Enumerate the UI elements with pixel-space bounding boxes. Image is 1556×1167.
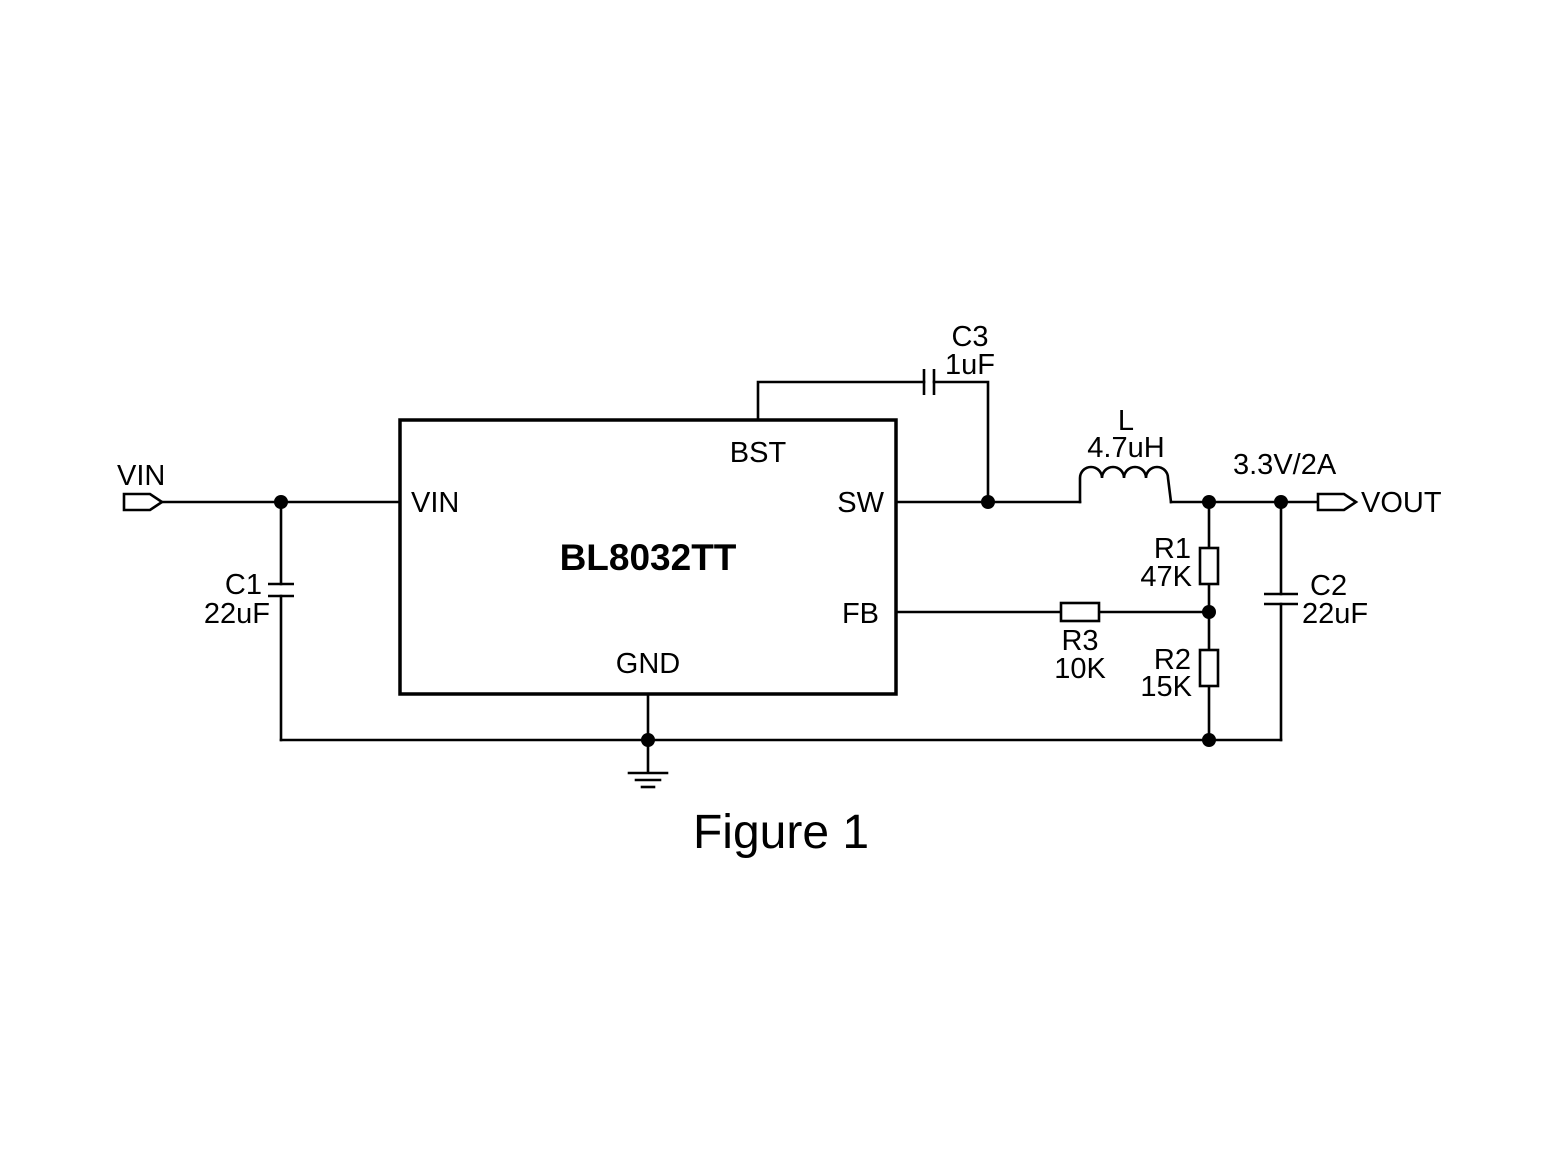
pin-label-gnd: GND [616, 648, 680, 680]
c3-value: 1uF [945, 349, 995, 381]
wires [160, 380, 1320, 774]
figure-caption: Figure 1 [693, 806, 869, 859]
resistor-r1: R1 47K [1140, 533, 1220, 593]
junction-gnd [641, 733, 655, 747]
output-port-flag [1316, 492, 1359, 512]
wire-c3-right [932, 380, 990, 504]
junction-divider-top [1202, 495, 1216, 509]
junction-sw [981, 495, 995, 509]
c2-value: 22uF [1302, 598, 1368, 630]
r2-value: 15K [1140, 671, 1192, 703]
inductor-coil [1078, 465, 1173, 504]
c3-ref: C3 [951, 321, 988, 353]
inductor-value: 4.7uH [1087, 432, 1164, 464]
ic-bl8032tt: BL8032TT VIN BST SW FB GND [398, 418, 898, 696]
wire-bst [756, 380, 926, 422]
c1-value: 22uF [204, 598, 270, 630]
output-rating: 3.3V/2A [1233, 449, 1337, 481]
pin-label-vin: VIN [411, 487, 459, 519]
junction-fb [1202, 605, 1216, 619]
r3-ref: R3 [1061, 625, 1098, 657]
port-vin: VIN [117, 460, 165, 512]
r2-body [1198, 648, 1220, 688]
junction-vin [274, 495, 288, 509]
output-port-label: VOUT [1361, 487, 1442, 519]
capacitor-c1: C1 22uF [204, 569, 294, 630]
r1-value: 47K [1140, 561, 1192, 593]
input-port-flag [122, 492, 165, 512]
pin-label-sw: SW [837, 487, 884, 519]
inductor-l: L 4.7uH [1078, 405, 1173, 504]
c1-ref: C1 [225, 569, 262, 601]
ic-body [398, 418, 898, 696]
capacitor-c3: C3 1uF [922, 321, 995, 395]
junction-c2-top [1274, 495, 1288, 509]
ground-icon [627, 771, 669, 789]
junctions [274, 495, 1288, 747]
resistor-r2: R2 15K [1140, 644, 1220, 703]
r2-ref: R2 [1154, 644, 1191, 676]
inductor-ref: L [1118, 405, 1134, 437]
junction-divider-bottom [1202, 733, 1216, 747]
c2-ref: C2 [1310, 570, 1347, 602]
ic-name: BL8032TT [560, 537, 737, 578]
r3-value: 10K [1054, 653, 1106, 685]
port-vout: VOUT [1316, 487, 1442, 519]
capacitor-c2: C2 22uF [1264, 570, 1368, 630]
input-port-label: VIN [117, 460, 165, 492]
resistor-r3: R3 10K [1054, 601, 1106, 685]
r3-body [1059, 601, 1101, 623]
pin-label-fb: FB [842, 598, 879, 630]
r1-ref: R1 [1154, 533, 1191, 565]
r1-body [1198, 546, 1220, 586]
pin-label-bst: BST [730, 437, 787, 469]
